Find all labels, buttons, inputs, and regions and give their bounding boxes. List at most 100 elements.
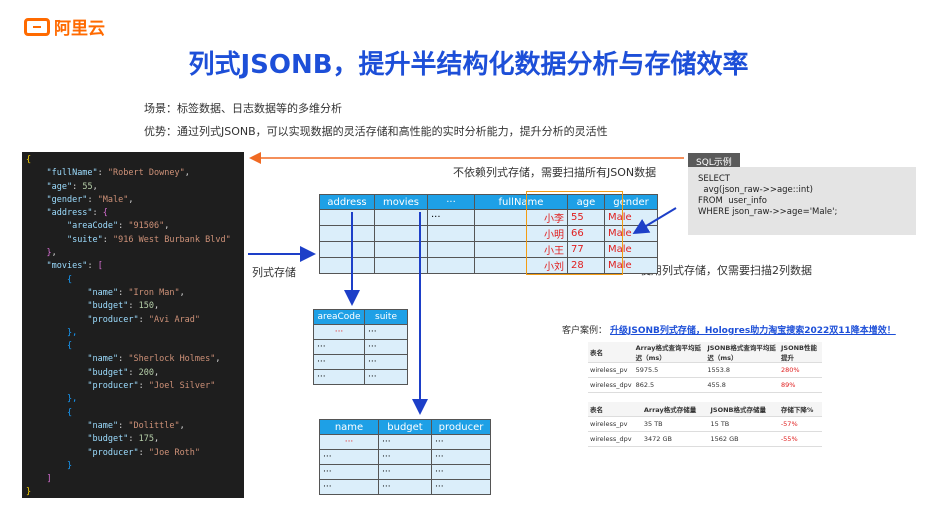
- case-cell: -57%: [778, 416, 822, 432]
- code-line: "budget": 175,: [87, 434, 160, 445]
- table-header-cell: movies: [374, 194, 428, 210]
- code-line: }: [66, 460, 73, 471]
- case-cell: 280%: [778, 362, 822, 378]
- case-cell: 1553.8: [705, 362, 779, 378]
- table-cell: [374, 257, 428, 274]
- case-header-cell: 存储下降%: [778, 402, 822, 417]
- case-cell: 89%: [778, 377, 822, 393]
- table-row: ······: [313, 324, 408, 340]
- table-cell: ···: [364, 369, 408, 385]
- code-line: "name": "Sherlock Holmes",: [87, 354, 221, 365]
- case-header-cell: JSONB性能提升: [778, 342, 822, 363]
- code-line: "producer": "Joe Roth": [87, 447, 201, 458]
- logo-text: 阿里云: [54, 19, 105, 39]
- case-cell: wireless_dpv: [588, 377, 634, 393]
- table-cell: [427, 225, 475, 242]
- table-cell: 28: [567, 257, 605, 274]
- arrow-sql-to-table: [632, 207, 677, 235]
- table-header-cell: address: [319, 194, 375, 210]
- case-cell: 455.8: [705, 377, 779, 393]
- code-line: "movies": [: [46, 261, 103, 272]
- table-header-cell: areaCode: [313, 309, 365, 325]
- sql-example-tag: SQL示例: [688, 153, 740, 170]
- code-line: "address": {: [46, 208, 108, 219]
- case-cell: 35 TB: [641, 416, 709, 432]
- code-line: {: [66, 274, 73, 285]
- table-row: ·········: [319, 434, 491, 450]
- table-cell: ···: [378, 434, 432, 450]
- advantage-text: 优势：通过列式JSONB，可以实现数据的灵活存储和高性能的实时分析能力，提升分析…: [144, 125, 608, 138]
- case-cell: wireless_pv: [588, 416, 642, 432]
- json-code-block: { "fullName": "Robert Downey", "age": 55…: [22, 152, 244, 498]
- case-header-cell: Array格式存储量: [641, 402, 709, 417]
- table-header-cell: age: [567, 194, 605, 210]
- table-cell: Male: [604, 257, 658, 274]
- code-line: "budget": 200,: [87, 367, 160, 378]
- code-line: "producer": "Avi Arad": [87, 314, 201, 325]
- table-cell: ···: [378, 449, 432, 465]
- table-row: ······: [313, 354, 408, 370]
- table-cell: 55: [567, 209, 605, 226]
- table-cell: ···: [364, 324, 408, 340]
- table-cell: 小王: [474, 241, 568, 258]
- code-line: ]: [46, 474, 52, 485]
- table-cell: ···: [313, 369, 365, 385]
- table-header-cell: name: [319, 419, 379, 435]
- table-cell: [427, 241, 475, 258]
- code-line: {: [66, 341, 73, 352]
- table-cell: ···: [319, 464, 379, 480]
- case-link[interactable]: 升级JSONB列式存储，Hologres助力淘宝搜索2022双11降本增效！: [610, 326, 896, 336]
- table-cell: [319, 257, 375, 274]
- code-line: }: [26, 487, 32, 498]
- table-cell: ···: [378, 464, 432, 480]
- code-line: "name": "Dolittle",: [87, 420, 185, 431]
- table-row: ·········: [319, 479, 491, 495]
- code-line: "age": 55,: [46, 181, 98, 192]
- code-line: },: [46, 248, 57, 259]
- code-line: "areaCode": "91506",: [66, 221, 170, 232]
- table-cell: [319, 241, 375, 258]
- table-row: ·········: [319, 464, 491, 480]
- case-header-cell: JSONB格式存储量: [708, 402, 779, 417]
- aliyun-logo-icon: [24, 17, 50, 36]
- table-cell: ···: [431, 479, 491, 495]
- sql-line: SELECT: [698, 174, 730, 184]
- code-line: "fullName": "Robert Downey",: [46, 168, 190, 179]
- table-row: ······: [313, 369, 408, 385]
- code-line: },: [66, 394, 78, 405]
- age-gender-highlight: [526, 191, 623, 275]
- code-line: {: [66, 407, 73, 418]
- code-line: "budget": 150,: [87, 301, 160, 312]
- code-line: "suite": "916 West Burbank Blvd": [66, 234, 231, 245]
- table-cell: ···: [427, 209, 475, 226]
- case-cell: -55%: [778, 431, 822, 447]
- note-scan-two: 使用列式存储，仅需要扫描2列数据: [640, 264, 812, 277]
- table-cell: ···: [313, 324, 365, 340]
- sql-line: avg(json_raw->>age::int): [698, 185, 813, 195]
- aliyun-logo: 阿里云: [24, 14, 105, 39]
- columnar-storage-label: 列式存储: [252, 266, 296, 279]
- case-cell: 15 TB: [708, 416, 779, 432]
- sql-line: WHERE json_raw->>age='Male';: [698, 207, 838, 217]
- case-cell: 1562 GB: [708, 431, 779, 447]
- table-cell: [427, 257, 475, 274]
- case-header-cell: 表名: [588, 342, 634, 363]
- table-cell: ···: [431, 449, 491, 465]
- table-cell: ···: [313, 354, 365, 370]
- table-header-cell: gender: [604, 194, 658, 210]
- case-label: 客户案例：: [562, 326, 608, 336]
- code-line: "name": "Iron Man",: [87, 287, 185, 298]
- code-line: "producer": "Joel Silver": [87, 381, 216, 392]
- code-line: },: [66, 327, 78, 338]
- sql-line: FROM user_info: [698, 196, 767, 206]
